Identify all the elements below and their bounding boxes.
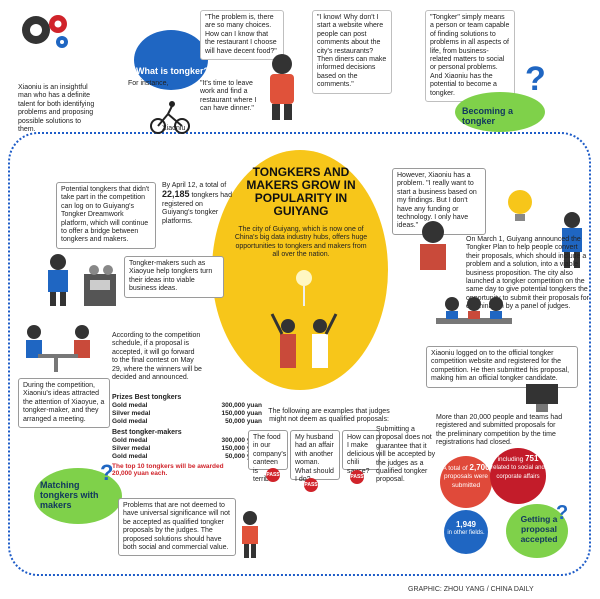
- presenter-icon: [38, 252, 78, 308]
- tongker-prize-row: Gold medal 50,000 yuan: [112, 418, 262, 426]
- tongker-prize-row: Gold medal 300,000 yuan: [112, 402, 262, 410]
- maker-prize-row: Gold medal 300,000 yuan: [112, 437, 262, 445]
- total-circle: A total of 2,700 proposals were submitte…: [440, 456, 492, 508]
- computer-icon: [522, 380, 562, 414]
- tongker-prize-medal: Gold medal: [112, 402, 148, 409]
- maker-prize-row: Gold medal 50,000 yuan: [112, 453, 262, 461]
- march-announcement: On March 1, Guiyang announced the Tongke…: [466, 236, 589, 311]
- machine-icon: [80, 262, 120, 310]
- matching-circle: [34, 468, 122, 524]
- pass-badge-2: PASS: [304, 478, 318, 492]
- xiaoniu-label: Xiaoniu: [162, 125, 186, 132]
- gears-icon: [18, 10, 72, 50]
- other-post: in other fields.: [447, 530, 485, 536]
- yellow-circle: [212, 150, 388, 390]
- leave-work-quote: "It's time to leave work and find a rest…: [200, 80, 257, 113]
- center-text: The city of Guiyang, which is now one of…: [234, 226, 368, 259]
- tongker-prize-medal: Silver medal: [112, 410, 151, 417]
- what-is-circle: [134, 30, 208, 90]
- maker-prize-amount: 150,000 yuan: [221, 445, 262, 452]
- example-chili: How can I make delicious chili sauce?: [342, 430, 380, 475]
- schedule-text: According to the competition schedule, i…: [112, 332, 202, 382]
- including-circle: including 751 related to social and corp…: [490, 448, 546, 504]
- best-makers-title: Best tongker-makers: [112, 429, 182, 436]
- judges-icon: [432, 292, 516, 338]
- april-text: By April 12, a total of 22,185 tongkers …: [162, 182, 234, 226]
- best-tongkers-title: Prizes Best tongkers: [112, 394, 182, 401]
- what-is-title: What is tongker?: [136, 66, 210, 76]
- example-canteen: The food in our company's canteen is ter…: [248, 430, 288, 483]
- thinker-icon: [262, 50, 302, 122]
- tongker-prize-amount: 300,000 yuan: [221, 402, 262, 409]
- tongker-prize-medal: Gold medal: [112, 418, 148, 425]
- celebration-icon: [264, 262, 344, 382]
- prizes-block: Prizes Best tongkers Gold medal 300,000 y…: [112, 394, 262, 477]
- submitting-note: Submitting a proposal does not guarantee…: [376, 426, 436, 484]
- getting-circle: [506, 504, 568, 558]
- headline: TONGKERS AND MAKERS GROW IN POPULARITY I…: [246, 165, 356, 218]
- including-label: including 751: [490, 454, 546, 464]
- maker-prize-medal: Gold medal: [112, 437, 148, 444]
- table-icon: [20, 320, 96, 372]
- total-label: A total of 2,700: [440, 463, 492, 473]
- examples-intro: The following are examples that judges m…: [268, 408, 390, 424]
- question-icon-right: ?: [556, 502, 569, 524]
- maker-prize-amount: 300,000 yuan: [221, 437, 262, 444]
- more-than-text: More than 20,000 people and teams had re…: [436, 414, 563, 447]
- makers-bubble: Tongker-makers such as Xiaoyue help tong…: [124, 256, 224, 298]
- other-number: 1,949: [455, 520, 477, 529]
- idea-quote: "I know! Why don't I start a website whe…: [312, 10, 392, 94]
- pass-badge-3: PASS: [350, 470, 364, 484]
- problems-note: Problems that are not deemed to have uni…: [118, 498, 236, 557]
- becoming-title: Becoming a tongker: [462, 106, 514, 126]
- for-instance: For instance,: [128, 80, 169, 87]
- top10-note: The top 10 tongkers will be awarded 20,0…: [112, 463, 224, 477]
- example-husband: My husband had an affair with another wo…: [290, 430, 340, 483]
- tongker-prize-amount: 50,000 yuan: [225, 418, 262, 425]
- potential-tongkers: Potential tongkers that didn't take part…: [56, 182, 156, 249]
- tongker-prize-row: Silver medal 150,000 yuan: [112, 410, 262, 418]
- during-competition: During the competition, Xiaoniu's ideas …: [18, 378, 110, 429]
- pass-badge-1: PASS: [266, 468, 280, 482]
- question-icon-left: ?: [100, 460, 114, 485]
- maker-prize-row: Silver medal 150,000 yuan: [112, 445, 262, 453]
- including-pre: including: [497, 456, 524, 463]
- cyclist-icon: [150, 100, 190, 134]
- question-mark-icon: ?: [525, 60, 546, 98]
- april-tail: tongkers had registered on Guiyang's ton…: [162, 192, 232, 225]
- total-number: 2,700: [469, 463, 490, 472]
- april-lead: By April 12, a total of: [162, 182, 227, 189]
- april-number: 22,185: [162, 189, 190, 200]
- tongker-prize-amount: 150,000 yuan: [221, 410, 262, 417]
- problem-quote: "The problem is, there are so many choic…: [200, 10, 284, 61]
- maker-prize-medal: Silver medal: [112, 445, 151, 452]
- laptop-person-icon: [556, 210, 588, 270]
- intro-text: Xiaoniu is an insightful man who has a d…: [18, 84, 95, 134]
- walker-icon: [236, 510, 264, 560]
- including-post: related to social and corporate affairs: [491, 465, 545, 480]
- total-pre: A total of: [442, 465, 468, 472]
- credit: GRAPHIC: ZHOU YANG / CHINA DAILY: [408, 586, 534, 593]
- including-number: 751: [525, 454, 539, 463]
- logged-on: Xiaoniu logged on to the official tongke…: [426, 346, 578, 388]
- maker-prize-medal: Gold medal: [112, 453, 148, 460]
- total-post: proposals were submitted: [443, 473, 489, 489]
- getting-title: Getting a proposal accepted: [520, 514, 558, 544]
- becoming-circle: [455, 92, 545, 132]
- tongker-definition: "Tongker" simply means a person or team …: [425, 10, 515, 103]
- matching-title: Matching tongkers with makers: [40, 480, 99, 510]
- other-circle: 1,949 in other fields.: [444, 510, 488, 554]
- light-bulb-icon: [500, 184, 540, 224]
- worried-icon: [410, 218, 456, 272]
- dotted-frame: [8, 132, 591, 576]
- maker-prize-amount: 50,000 yuan: [225, 453, 262, 460]
